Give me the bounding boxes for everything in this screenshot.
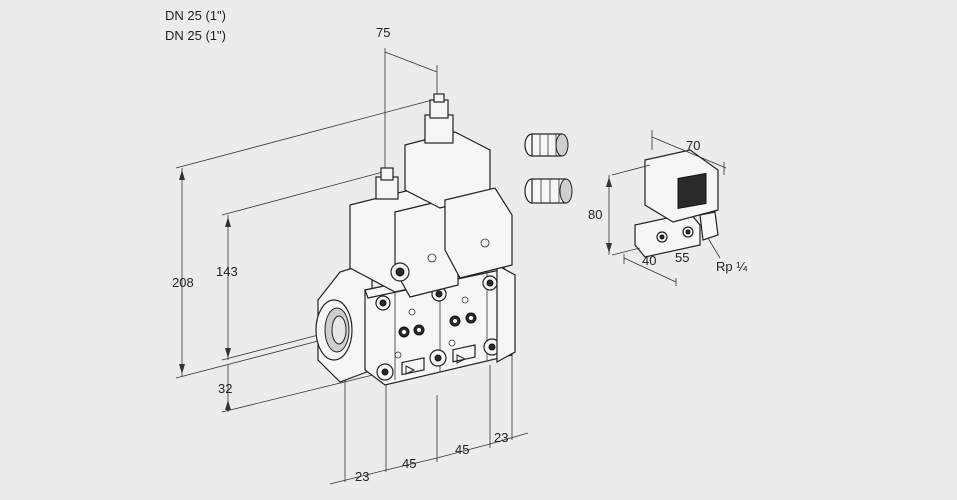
module-dimensions: 80 70 40 55 Rp ¼ <box>588 130 747 286</box>
dim-overall-height: 208 <box>172 275 194 290</box>
flow-direction-icons <box>401 344 476 376</box>
dim-bottom-first: 23 <box>355 469 369 484</box>
dim-module-width: 70 <box>686 138 700 153</box>
cable-gland-top <box>524 133 569 157</box>
cable-gland-bottom <box>524 178 573 204</box>
dim-bottom-third: 45 <box>455 442 469 457</box>
mounting-screws <box>375 275 501 381</box>
cable-glands <box>524 133 573 204</box>
dim-top-width: 75 <box>376 25 390 40</box>
dim-module-depth-b: 55 <box>675 250 689 265</box>
solenoid-module: 80 70 40 55 Rp ¼ <box>588 130 747 286</box>
dim-module-depth-a: 40 <box>642 253 656 268</box>
nominal-size-line-2: DN 25 (1") <box>165 28 226 43</box>
dim-body-height: 143 <box>216 264 238 279</box>
nominal-size-line-1: DN 25 (1") <box>165 8 226 23</box>
dim-bottom-second: 45 <box>402 456 416 471</box>
dimension-lines: 75 208 143 32 <box>172 25 529 485</box>
dim-inlet-offset: 32 <box>218 381 232 396</box>
dim-module-height: 80 <box>588 207 602 222</box>
port-thread-label: Rp ¼ <box>716 259 747 274</box>
double-valve-assembly <box>315 93 516 386</box>
nominal-size-header: DN 25 (1") DN 25 (1") <box>165 6 226 46</box>
test-ports <box>394 296 477 359</box>
dim-bottom-last: 23 <box>494 430 508 445</box>
